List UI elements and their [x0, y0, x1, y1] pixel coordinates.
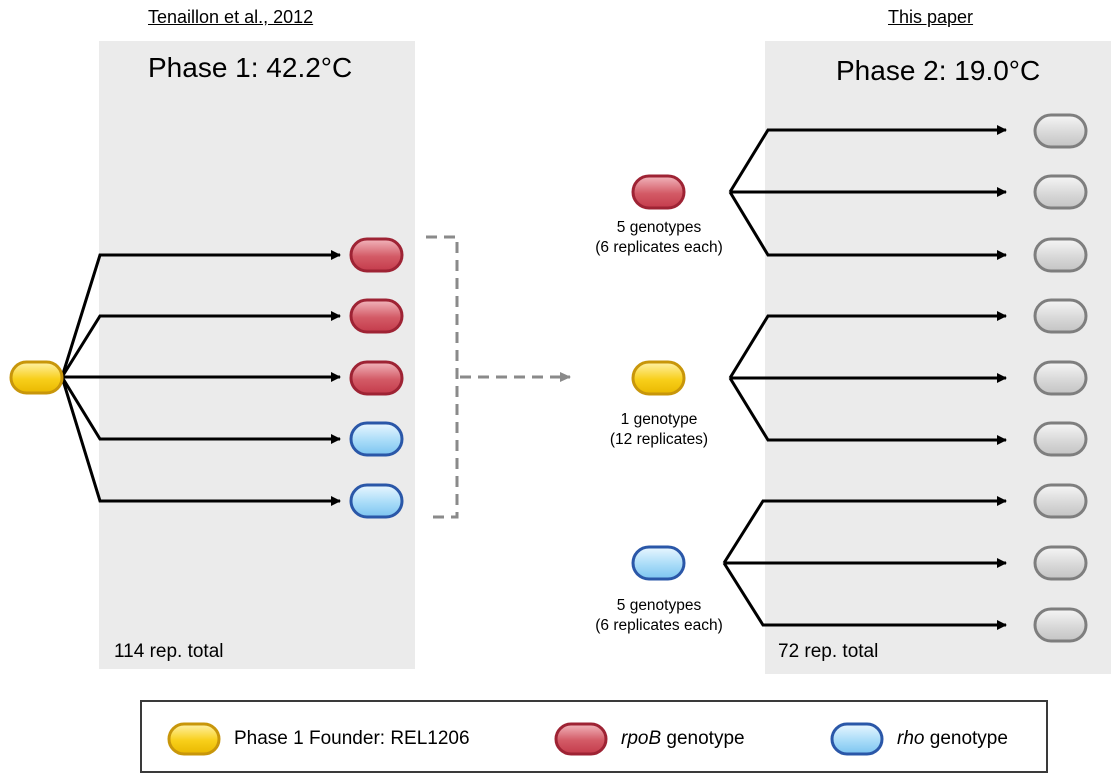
transfer-bracket [426, 235, 571, 519]
legend-rpob: rpoB genotype [554, 722, 745, 756]
phase1-total: 114 rep. total [114, 641, 224, 662]
group-label-rho: 5 genotypes (6 replicates each) [578, 596, 740, 636]
group-label-rpob: 5 genotypes (6 replicates each) [578, 218, 740, 258]
phase1-branch-1 [60, 250, 341, 378]
rho-gene-name: rho [897, 728, 925, 749]
left-source-label: Tenaillon et al., 2012 [148, 7, 314, 27]
group-label-line1: 1 genotype [620, 411, 698, 428]
phase2-branches [722, 125, 1007, 630]
phase1-branch-4 [60, 376, 341, 444]
rho-capsule [349, 483, 404, 519]
rho-swatch [830, 722, 884, 756]
evolved-capsule [1033, 545, 1088, 581]
legend-founder-label: Phase 1 Founder: REL1206 [234, 728, 470, 749]
rpob-swatch [554, 722, 608, 756]
phase2-rho-ancestor [631, 545, 686, 581]
legend-rho: rho genotype [830, 722, 1008, 756]
phase2-evolved [1033, 113, 1088, 643]
phase1-branch-2 [60, 311, 341, 378]
phase2-founder-ancestor [631, 360, 686, 396]
evolved-capsule [1033, 174, 1088, 210]
phase2-rpob-ancestor [631, 174, 686, 210]
founder-capsule [9, 360, 64, 395]
legend-rho-label: rho genotype [897, 728, 1008, 750]
evolved-capsule [1033, 298, 1088, 334]
rpob-capsule [349, 237, 404, 273]
founder-swatch [167, 722, 221, 756]
group-label-line2: (6 replicates each) [595, 617, 723, 634]
rpob-genotype-word: genotype [661, 728, 745, 749]
group-label-line1: 5 genotypes [616, 219, 702, 236]
rho-capsule [349, 421, 404, 457]
phase1-title: Phase 1: 42.2°C [148, 52, 353, 83]
group-label-line1: 5 genotypes [616, 597, 702, 614]
group-label-line2: (12 replicates) [609, 431, 709, 448]
evolved-capsule [1033, 421, 1088, 457]
phase2-total: 72 rep. total [778, 641, 879, 662]
legend-rpob-label: rpoB genotype [621, 728, 745, 750]
rho-genotype-word: genotype [924, 728, 1008, 749]
phase1-panel [99, 41, 415, 669]
evolved-capsule [1033, 113, 1088, 149]
legend-founder: Phase 1 Founder: REL1206 [167, 722, 470, 756]
phase2-title: Phase 2: 19.0°C [836, 55, 1041, 86]
group-label-line2: (6 replicates each) [595, 239, 723, 256]
evolved-capsule [1033, 607, 1088, 643]
evolved-capsule [1033, 360, 1088, 396]
legend: Phase 1 Founder: REL1206 rpoB genotype r… [140, 700, 1048, 773]
rpob-capsule [349, 298, 404, 334]
evolved-capsule [1033, 483, 1088, 519]
rpob-gene-name: rpoB [621, 728, 662, 749]
evolved-capsule [1033, 237, 1088, 273]
rpob-capsule [349, 360, 404, 396]
phase1-branch-5 [60, 376, 341, 506]
right-source-label: This paper [888, 7, 974, 27]
group-label-founder: 1 genotype (12 replicates) [578, 410, 740, 450]
phase1-branches [60, 250, 341, 506]
